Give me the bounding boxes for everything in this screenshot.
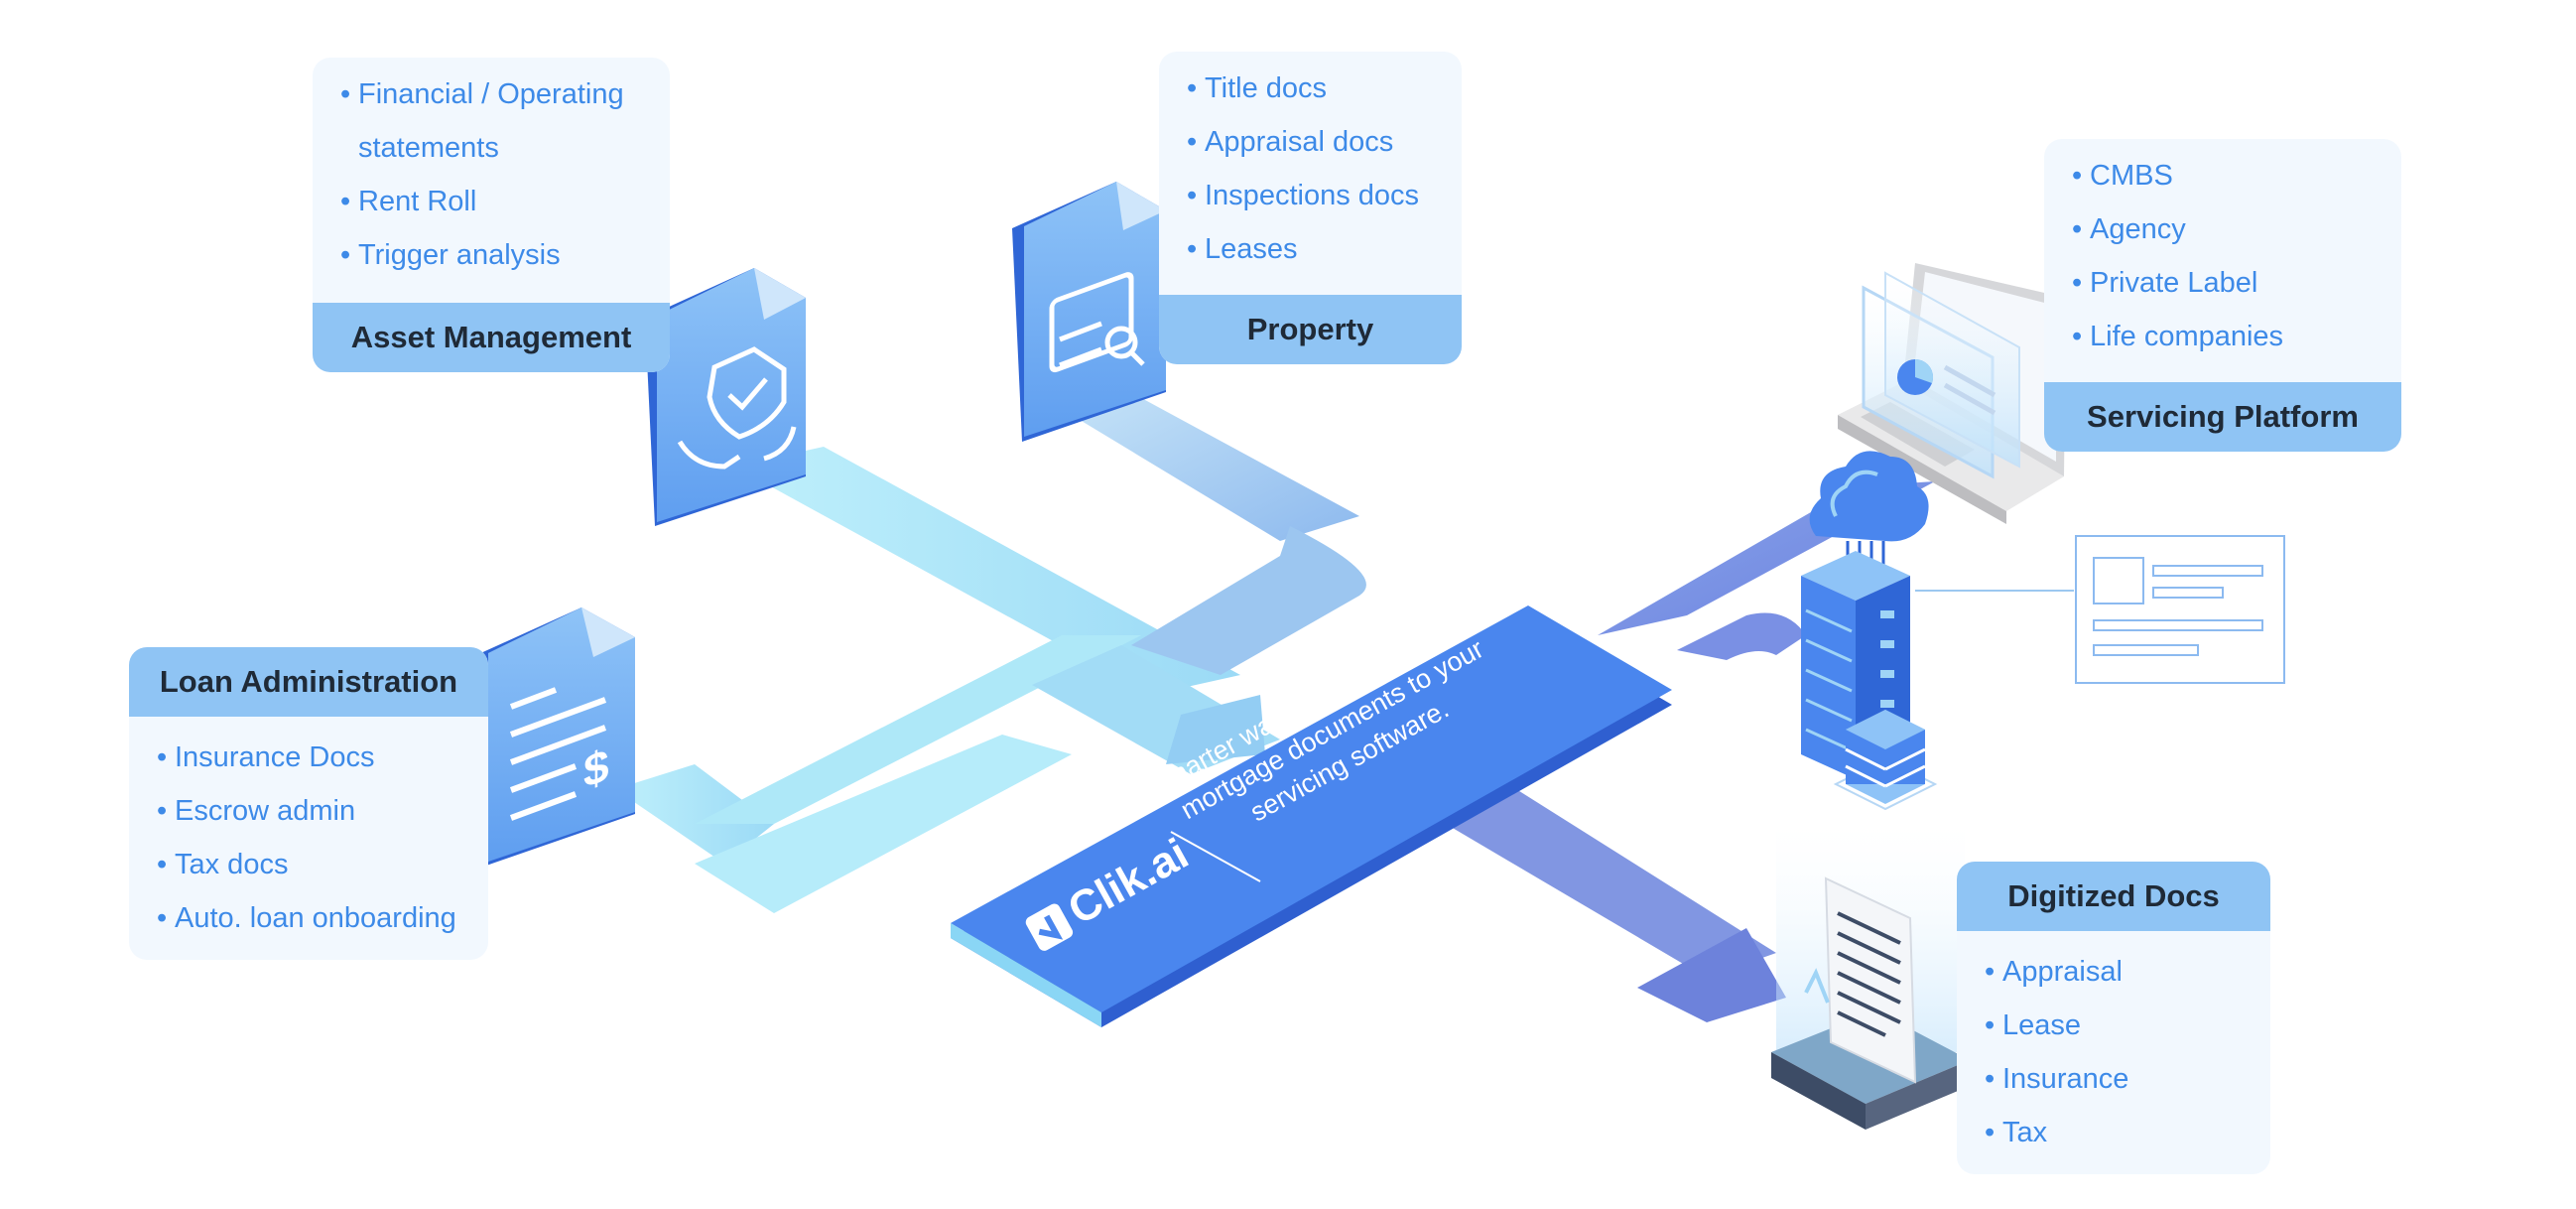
- list-item: Auto. loan onboarding: [157, 891, 466, 945]
- digitized-docs-title: Digitized Docs: [1957, 862, 2270, 931]
- list-item-continuation: statements: [358, 132, 499, 164]
- list-item: Escrow admin: [157, 784, 466, 838]
- servicing-platform-list: CMBS Agency Private Label Life companies: [2044, 139, 2401, 373]
- list-item: Rent Roll: [340, 175, 648, 228]
- list-item: Insurance: [1985, 1052, 2249, 1106]
- database-icon: [1833, 710, 1938, 811]
- laptop-icon: [1838, 263, 2066, 524]
- clik-ai-slab: [951, 605, 1672, 1027]
- list-item: Tax docs: [157, 838, 466, 891]
- list-item: Lease: [1985, 999, 2249, 1052]
- form-panel-icon: [2075, 535, 2285, 684]
- asset-management-title: Asset Management: [313, 303, 670, 372]
- list-item: Trigger analysis: [340, 228, 648, 282]
- list-item: Appraisal: [1985, 945, 2249, 999]
- list-item: Private Label: [2072, 256, 2380, 310]
- loan-administration-list: Insurance Docs Escrow admin Tax docs Aut…: [129, 717, 488, 955]
- list-item: Leases: [1187, 222, 1440, 276]
- svg-text:$: $: [583, 739, 609, 799]
- property-list: Title docs Appraisal docs Inspections do…: [1159, 52, 1462, 286]
- list-item: Tax: [1985, 1106, 2249, 1159]
- digitized-docs-list: Appraisal Lease Insurance Tax: [1957, 931, 2270, 1169]
- asset-management-card: Financial / Operating statements Rent Ro…: [313, 58, 670, 372]
- list-item: Title docs: [1187, 62, 1440, 115]
- list-item: Financial / Operating: [340, 67, 648, 121]
- digitized-docs-card: Digitized Docs Appraisal Lease Insurance…: [1957, 862, 2270, 1174]
- shield-hands-icon: [645, 268, 806, 526]
- servicing-platform-card: CMBS Agency Private Label Life companies…: [2044, 139, 2401, 452]
- magnifier-doc-icon: [1012, 182, 1166, 442]
- dollar-doc-icon: $: [476, 607, 635, 866]
- loan-administration-card: Loan Administration Insurance Docs Escro…: [129, 647, 488, 960]
- list-item: Insurance Docs: [157, 731, 466, 784]
- servicing-platform-title: Servicing Platform: [2044, 382, 2401, 452]
- asset-management-list: Financial / Operating statements Rent Ro…: [313, 58, 670, 292]
- property-title: Property: [1159, 295, 1462, 364]
- property-card: Title docs Appraisal docs Inspections do…: [1159, 52, 1462, 364]
- list-item: CMBS: [2072, 149, 2380, 202]
- list-item: Inspections docs: [1187, 169, 1440, 222]
- list-item: Agency: [2072, 202, 2380, 256]
- list-item: Appraisal docs: [1187, 115, 1440, 169]
- digitized-doc-icon: [1771, 824, 1970, 1130]
- loan-administration-title: Loan Administration: [129, 647, 488, 717]
- input-flow: [615, 387, 1366, 913]
- list-item: Life companies: [2072, 310, 2380, 363]
